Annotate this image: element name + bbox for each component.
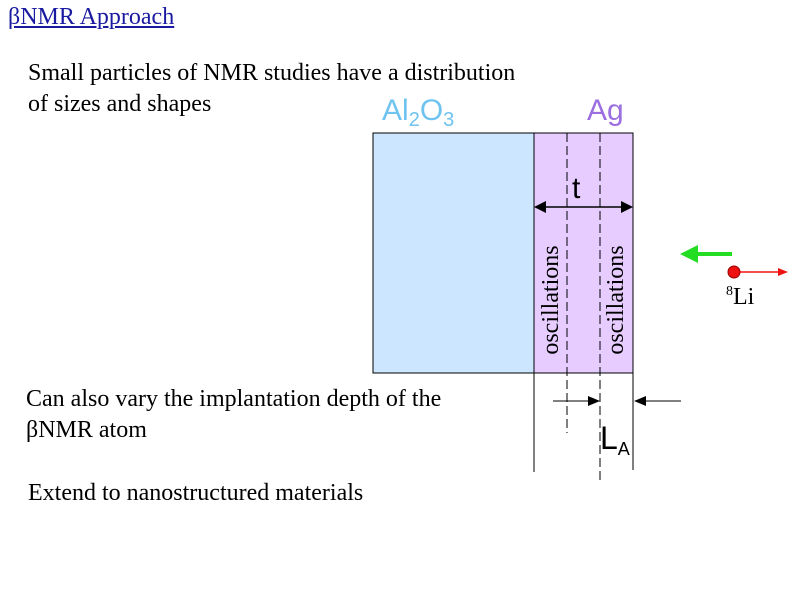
label-part: A xyxy=(617,439,630,459)
attenuation-length-label: LA xyxy=(600,420,630,460)
paragraph-line: Small particles of NMR studies have a di… xyxy=(28,60,516,86)
paragraph-line: βNMR atom xyxy=(26,417,147,443)
al2o3-substrate xyxy=(372,132,535,374)
slide-title: βNMR Approach xyxy=(8,4,175,30)
paragraph-line: of sizes and shapes xyxy=(28,91,212,117)
label-part: 3 xyxy=(443,109,455,131)
spin-arrow xyxy=(740,268,788,276)
al2o3-label: Al2O3 xyxy=(382,94,454,132)
paragraph-implantation-depth: Can also vary the implantation depth of … xyxy=(26,384,441,446)
label-part: 2 xyxy=(408,109,420,131)
paragraph-particle-sizes: Small particles of NMR studies have a di… xyxy=(28,58,515,120)
label-part: L xyxy=(600,420,618,456)
paragraph-nanostructured: Extend to nanostructured materials xyxy=(28,480,364,506)
oscillations-label-left: oscillations xyxy=(538,245,564,355)
length-arrow-left xyxy=(553,396,600,406)
incoming-beam-arrow xyxy=(680,245,732,263)
length-arrow-right xyxy=(634,396,681,406)
oscillations-label-right: oscillations xyxy=(603,245,629,355)
label-part: O xyxy=(419,94,444,127)
ag-film xyxy=(533,132,634,374)
li8-label: 8Li xyxy=(726,284,754,311)
li8-probe-dot xyxy=(727,265,741,279)
label-part: Al xyxy=(382,94,409,127)
thickness-dimension-arrow xyxy=(534,201,633,213)
ag-label: Ag xyxy=(587,94,624,127)
label-part: 8 xyxy=(726,284,733,299)
label-part: Li xyxy=(733,284,755,310)
thickness-label: t xyxy=(572,172,581,205)
paragraph-line: Can also vary the implantation depth of … xyxy=(26,386,442,412)
